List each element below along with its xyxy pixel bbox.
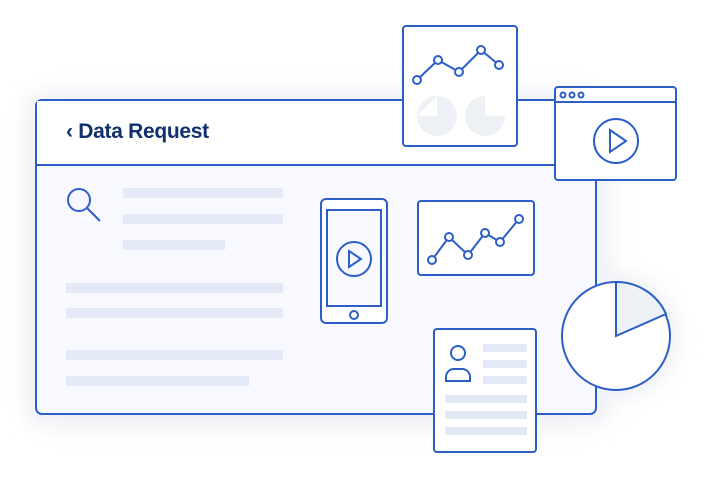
title-text: Data Request xyxy=(78,120,209,143)
text-placeholders xyxy=(66,188,283,386)
play-icon xyxy=(336,241,372,277)
user-icon xyxy=(445,345,471,382)
line-chart-card xyxy=(417,200,535,276)
chart-card-top xyxy=(402,25,518,147)
profile-card xyxy=(433,328,537,453)
chevron-left-icon[interactable]: ‹ xyxy=(66,120,73,143)
pie-chart xyxy=(561,280,671,391)
search-icon xyxy=(67,188,101,222)
video-window xyxy=(554,86,677,181)
phone xyxy=(320,198,388,324)
play-icon xyxy=(593,118,639,164)
page-title: ‹ Data Request xyxy=(66,120,209,144)
